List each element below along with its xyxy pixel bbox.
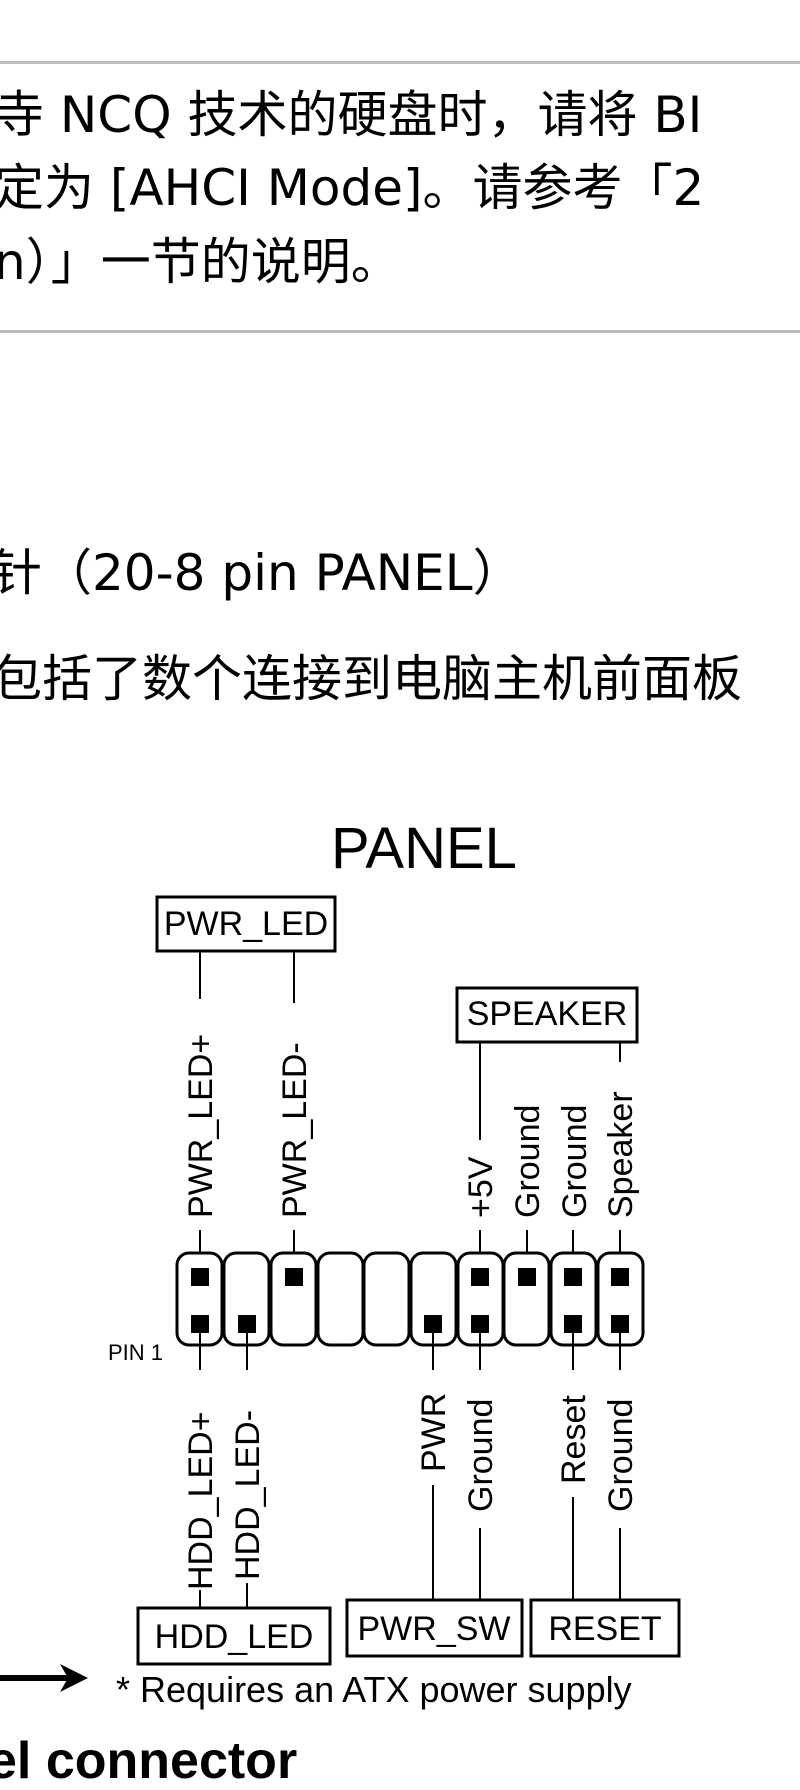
pin-label-pwr-led-minus: PWR_LED- xyxy=(276,1042,314,1218)
pwr-sw-label: PWR_SW xyxy=(358,1610,511,1648)
bottom-group-leads xyxy=(199,1485,621,1608)
pin1-label: PIN 1 xyxy=(108,1340,163,1365)
pin-label-reset: Reset xyxy=(555,1395,593,1484)
pin-label-hdd-led-minus: HDD_LED- xyxy=(229,1410,267,1580)
pin-label-pwr: PWR xyxy=(415,1393,453,1472)
hdd-led-label: HDD_LED xyxy=(155,1618,314,1656)
diagram-title: PANEL xyxy=(331,816,517,881)
pwr-led-label: PWR_LED xyxy=(164,905,328,943)
note-line-3: n）」一节的说明。 xyxy=(0,233,401,291)
pin-label-ground-2: Ground xyxy=(556,1105,594,1218)
hdd-led-group: HDD_LED xyxy=(136,1606,332,1666)
section-heading: 针（20-8 pin PANEL） xyxy=(0,544,523,602)
bottom-pin-leads xyxy=(199,1324,621,1370)
note-line-1: 寺 NCQ 技术的硬盘时，请将 BI xyxy=(0,86,703,144)
pin-label-hdd-led-plus: HDD_LED+ xyxy=(182,1411,220,1590)
pin-label-speaker: Speaker xyxy=(602,1091,640,1218)
pin-label-ground-3: Ground xyxy=(462,1399,500,1512)
top-pin-labels: PWR_LED+ PWR_LED- +5V Ground Ground Spea… xyxy=(182,1034,640,1218)
pin-label-5v: +5V xyxy=(462,1156,500,1218)
section-description: 包括了数个连接到电脑主机前面板 xyxy=(0,650,742,708)
note-top-rule xyxy=(0,61,800,64)
arrow-icon xyxy=(0,1664,88,1692)
pin-header xyxy=(175,1251,645,1347)
speaker-label: SPEAKER xyxy=(467,995,628,1033)
pwr-sw-group: PWR_SW xyxy=(345,1598,524,1658)
pwr-led-group: PWR_LED xyxy=(155,895,337,1003)
reset-label: RESET xyxy=(548,1610,661,1648)
pin-label-ground-4: Ground xyxy=(602,1399,640,1512)
reset-group: RESET xyxy=(529,1598,681,1658)
note-bottom-rule xyxy=(0,330,800,333)
speaker-group: SPEAKER xyxy=(455,986,639,1140)
pin-label-ground-1: Ground xyxy=(509,1105,547,1218)
pin-label-pwr-led-plus: PWR_LED+ xyxy=(182,1034,220,1218)
bottom-pin-labels: HDD_LED+ HDD_LED- PWR Ground Reset Groun… xyxy=(182,1393,640,1590)
footnote: * Requires an ATX power supply xyxy=(116,1669,632,1710)
note-line-2: 定为 [AHCI Mode]。请参考「2 xyxy=(0,159,705,217)
figure-caption: el connector xyxy=(0,1732,298,1790)
